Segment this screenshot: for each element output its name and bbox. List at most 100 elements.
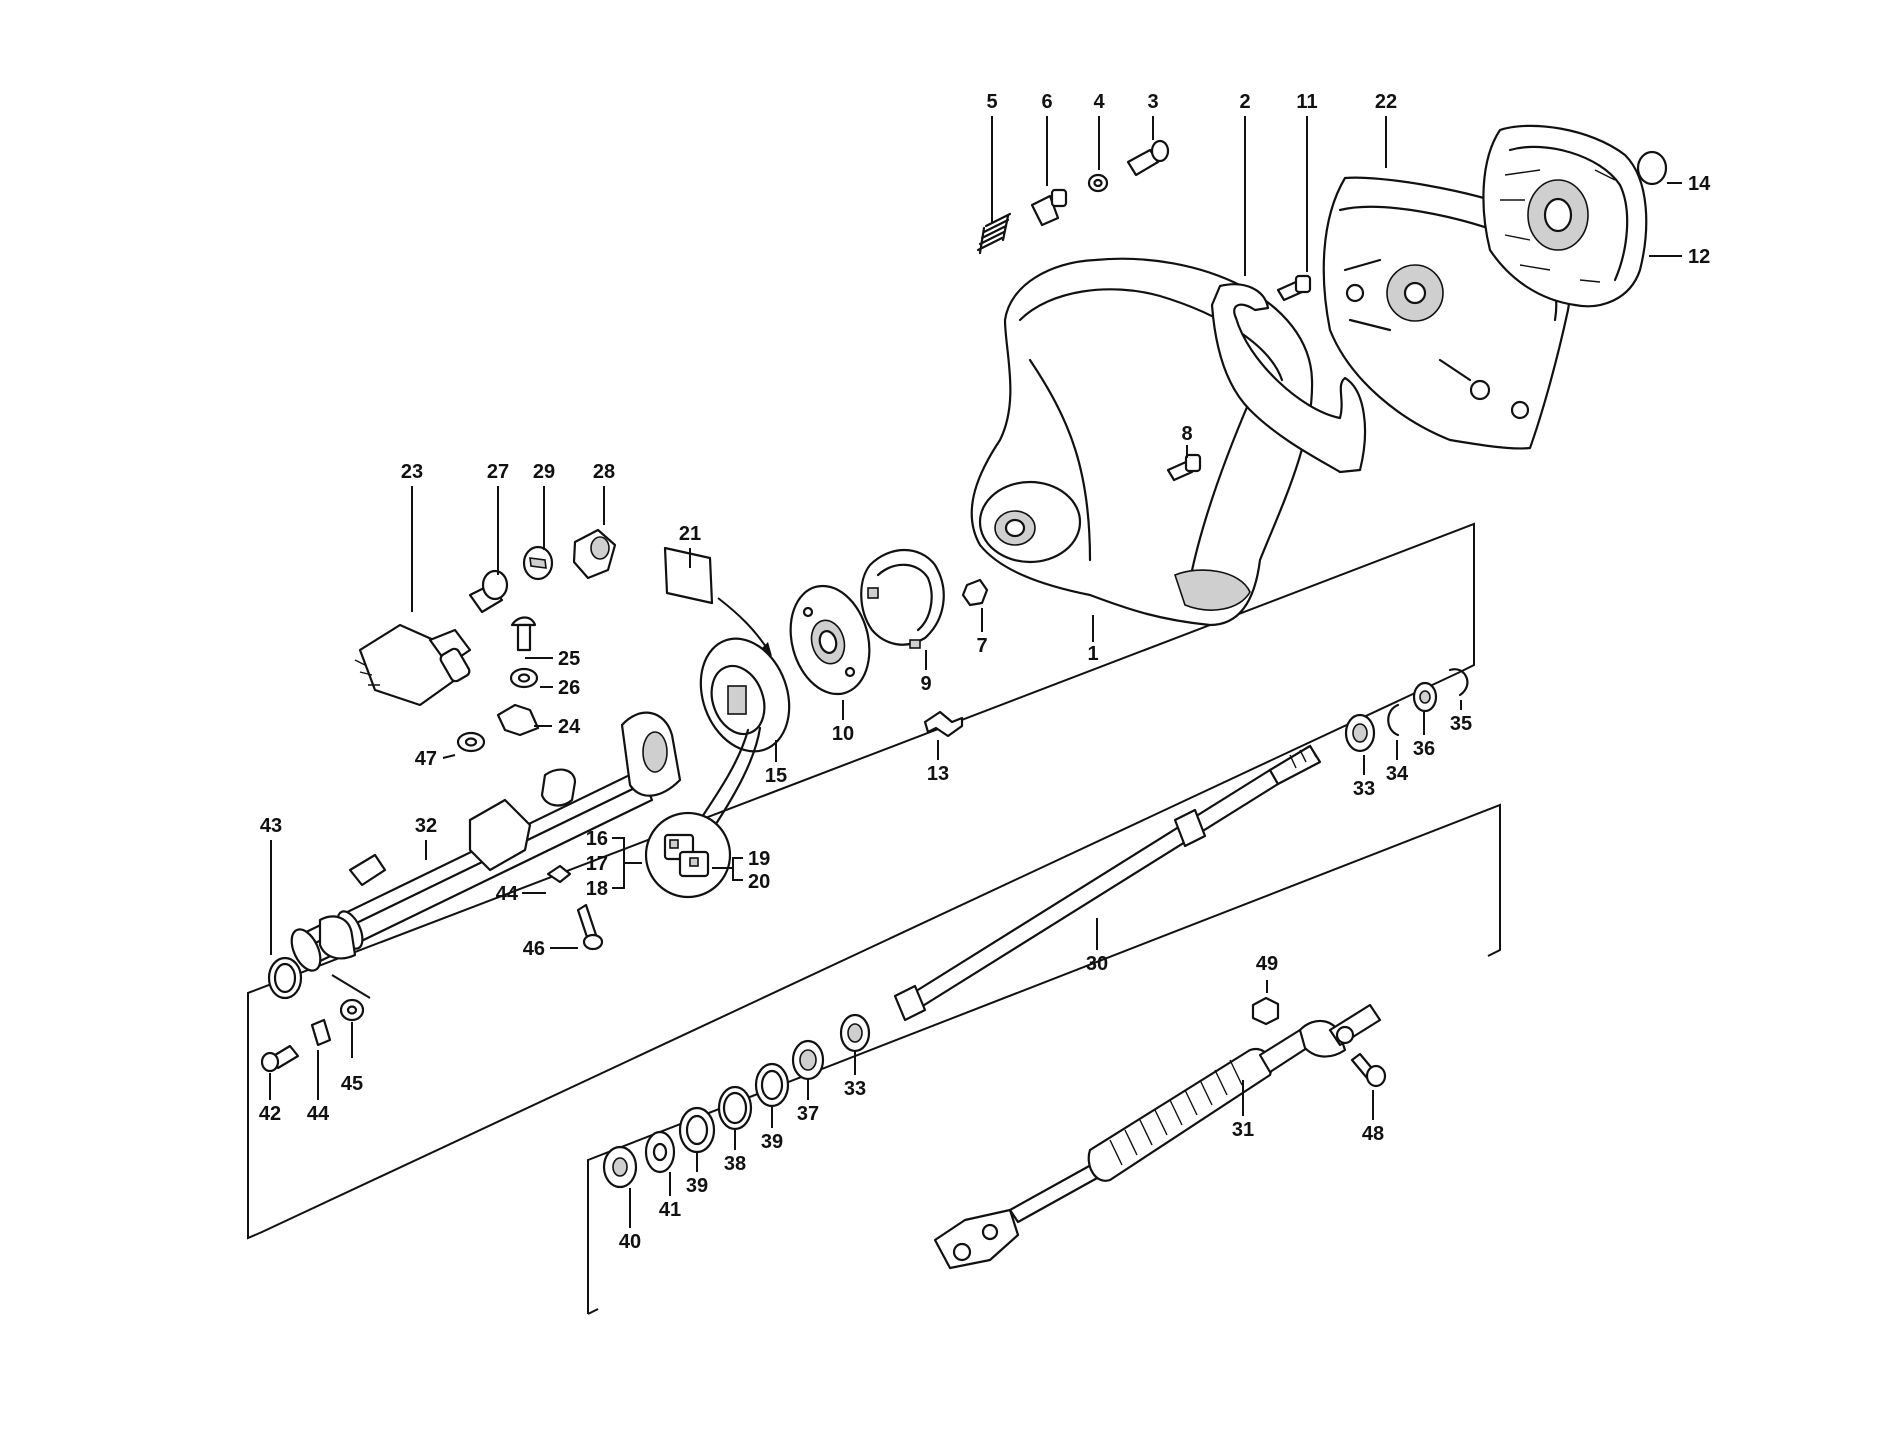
callout-32: 32 xyxy=(415,815,437,837)
screw-3 xyxy=(1126,139,1170,177)
callout-12: 12 xyxy=(1688,246,1710,268)
callout-23: 23 xyxy=(401,461,423,483)
clip-44-upper xyxy=(546,864,572,884)
callout-5: 5 xyxy=(986,91,997,113)
leader-lines xyxy=(269,116,1682,1228)
callout-26: 26 xyxy=(558,677,580,699)
callout-39: 39 xyxy=(686,1175,708,1197)
bolt-48 xyxy=(1350,1052,1387,1088)
callout-43: 43 xyxy=(260,815,282,837)
callout-34: 34 xyxy=(1386,763,1409,785)
label-sticker-21 xyxy=(663,546,714,605)
callout-31: 31 xyxy=(1232,1119,1254,1141)
callout-46: 46 xyxy=(523,938,545,960)
pin-6 xyxy=(1030,188,1068,227)
clock-spring-15 xyxy=(698,637,791,832)
callout-1: 1 xyxy=(1087,643,1098,665)
bearing-36-inner xyxy=(1419,690,1431,704)
callout-33: 33 xyxy=(1353,778,1375,800)
leader-column-ring xyxy=(331,974,371,999)
spacer-38-inner xyxy=(722,1091,748,1125)
snap-ring-34 xyxy=(1387,703,1400,737)
callout-36: 36 xyxy=(1413,738,1435,760)
ignition-switch-23 xyxy=(354,623,472,707)
callout-24: 24 xyxy=(558,716,581,738)
washer-4-hole xyxy=(1093,178,1103,188)
key-cylinder-27 xyxy=(468,569,509,614)
screw-8 xyxy=(1166,453,1202,482)
bushing-37-inner xyxy=(799,1049,817,1071)
callout-19: 19 xyxy=(748,848,770,870)
callout-35: 35 xyxy=(1450,713,1472,735)
callout-27: 27 xyxy=(487,461,509,483)
frame-column-group xyxy=(247,522,1475,998)
washer-39-left-inner xyxy=(685,1114,709,1146)
callout-11: 11 xyxy=(1296,91,1317,113)
callout-33-lower: 33 xyxy=(844,1078,866,1100)
nut-49 xyxy=(1251,996,1280,1026)
callout-6: 6 xyxy=(1041,91,1052,113)
washer-26-hole xyxy=(517,673,531,683)
bushing-33-upper-inner xyxy=(1352,723,1368,743)
steering-shaft-30 xyxy=(893,744,1322,1022)
bolt-46 xyxy=(576,903,604,951)
callout-4: 4 xyxy=(1093,91,1105,113)
arrow-21 xyxy=(717,597,769,651)
callout-44: 44 xyxy=(307,1103,330,1125)
ring-14 xyxy=(1636,150,1668,186)
callout-9: 9 xyxy=(920,673,931,695)
callout-45: 45 xyxy=(341,1073,363,1095)
ring-43-inner xyxy=(273,962,297,994)
callout-15: 15 xyxy=(765,765,787,787)
callout-22: 22 xyxy=(1375,91,1397,113)
callout-17: 17 xyxy=(586,853,608,875)
callout-49: 49 xyxy=(1256,953,1278,975)
frame-shaft-group xyxy=(587,803,1501,1314)
cancel-plate-10 xyxy=(789,584,871,696)
cap-29 xyxy=(522,545,554,581)
callout-28: 28 xyxy=(593,461,615,483)
arrow-21-head xyxy=(760,642,772,656)
callout-7: 7 xyxy=(976,635,987,657)
washer-39-right-inner xyxy=(760,1069,784,1101)
callout-16: 16 xyxy=(586,828,608,850)
clip-44-lower xyxy=(310,1018,332,1047)
callout-labels: 1 2 3 4 5 6 7 8 9 10 11 12 13 14 15 16 1… xyxy=(259,91,1711,1253)
connector-detail xyxy=(644,811,732,899)
lock-plate-41-hole xyxy=(652,1142,668,1162)
steering-wheel xyxy=(970,257,1314,627)
bolt-25 xyxy=(510,616,537,652)
clip-13 xyxy=(923,710,964,738)
cover-28 xyxy=(572,528,617,580)
frame-shaft-group-foot xyxy=(587,1308,599,1315)
callout-20: 20 xyxy=(748,871,770,893)
callout-3: 3 xyxy=(1147,91,1158,113)
callout-2: 2 xyxy=(1239,91,1250,113)
callout-10: 10 xyxy=(832,723,854,745)
screw-11 xyxy=(1276,274,1312,302)
callout-8: 8 xyxy=(1181,423,1192,445)
intermediate-shaft-31 xyxy=(933,1003,1382,1270)
nut-7 xyxy=(961,578,989,607)
callout-44-upper: 44 xyxy=(496,883,519,905)
callout-18: 18 xyxy=(586,878,608,900)
contact-ring-9 xyxy=(860,548,945,649)
spring-plate xyxy=(1210,283,1367,474)
callout-39-right: 39 xyxy=(761,1131,783,1153)
nut-40-inner xyxy=(612,1157,628,1177)
frame-bottom-left xyxy=(247,671,1461,1240)
callout-29: 29 xyxy=(533,461,555,483)
callout-41: 41 xyxy=(659,1199,681,1221)
bushing-33-lower-inner xyxy=(847,1023,863,1043)
callout-30: 30 xyxy=(1086,953,1108,975)
steering-column-tube-32 xyxy=(290,711,682,972)
spring-5 xyxy=(976,212,1012,255)
callout-25: 25 xyxy=(558,648,580,670)
callout-37: 37 xyxy=(797,1103,819,1125)
callout-38: 38 xyxy=(724,1153,746,1175)
callout-48: 48 xyxy=(1362,1123,1384,1145)
horn-emblem-plate xyxy=(1482,124,1648,308)
callout-21: 21 xyxy=(679,523,701,545)
callout-40: 40 xyxy=(619,1231,641,1253)
